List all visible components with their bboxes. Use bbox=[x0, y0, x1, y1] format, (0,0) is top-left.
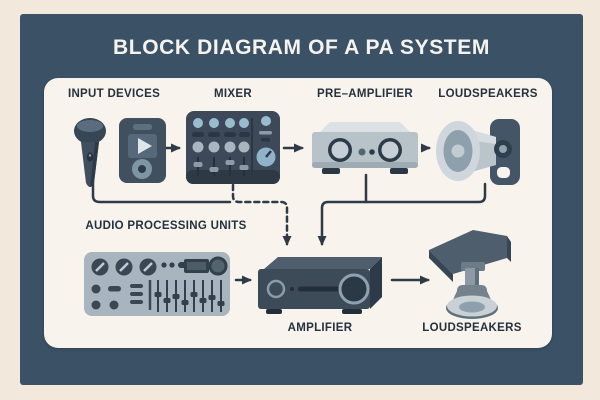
diagram-panel: BLOCK DIAGRAM OF A PA SYSTEM INPUT DEVIC… bbox=[20, 14, 583, 385]
microphone-icon bbox=[62, 116, 118, 205]
label-pre-amplifier: PRE–AMPLIFIER bbox=[317, 88, 413, 100]
page-title: BLOCK DIAGRAM OF A PA SYSTEM bbox=[113, 36, 490, 59]
label-input-devices: INPUT DEVICES bbox=[67, 88, 161, 100]
mixer-icon bbox=[185, 110, 281, 190]
horn-speaker-icon bbox=[432, 113, 526, 194]
label-loudspeakers-bottom: LOUDSPEAKERS bbox=[422, 322, 522, 334]
diagram-card: INPUT DEVICES MIXER PRE–AMPLIFIER LOUDSP… bbox=[44, 78, 552, 348]
amplifier-device-icon bbox=[256, 253, 390, 320]
label-audio-processing-units: AUDIO PROCESSING UNITS bbox=[85, 220, 247, 232]
media-player-icon bbox=[119, 118, 166, 188]
audio-processor-icon bbox=[84, 252, 230, 321]
label-mixer: MIXER bbox=[214, 88, 252, 100]
label-loudspeakers-top: LOUDSPEAKERS bbox=[438, 88, 538, 100]
ceiling-speaker-icon bbox=[423, 228, 513, 327]
preamp-device-icon bbox=[308, 120, 422, 181]
label-amplifier: AMPLIFIER bbox=[287, 322, 353, 334]
